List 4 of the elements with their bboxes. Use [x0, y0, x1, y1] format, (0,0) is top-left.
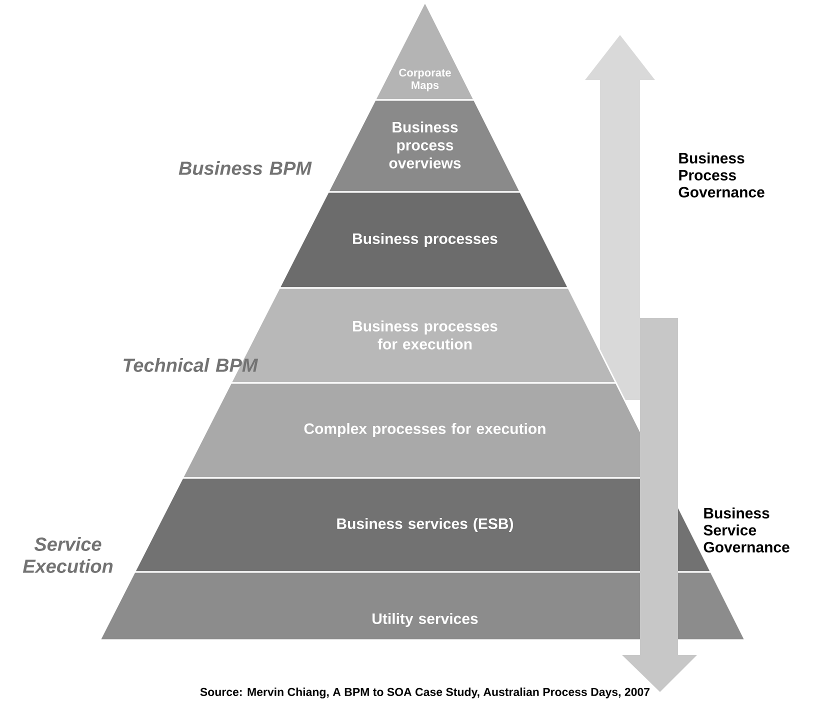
section-label: Service Execution	[22, 537, 113, 573]
source-caption: Source: Mervin Chiang, A BPM to SOA Case Study, Australian Process Days, 2007	[200, 688, 650, 698]
governance-label: Business Process Governance	[678, 152, 764, 198]
section-label: Business BPM	[178, 161, 312, 175]
